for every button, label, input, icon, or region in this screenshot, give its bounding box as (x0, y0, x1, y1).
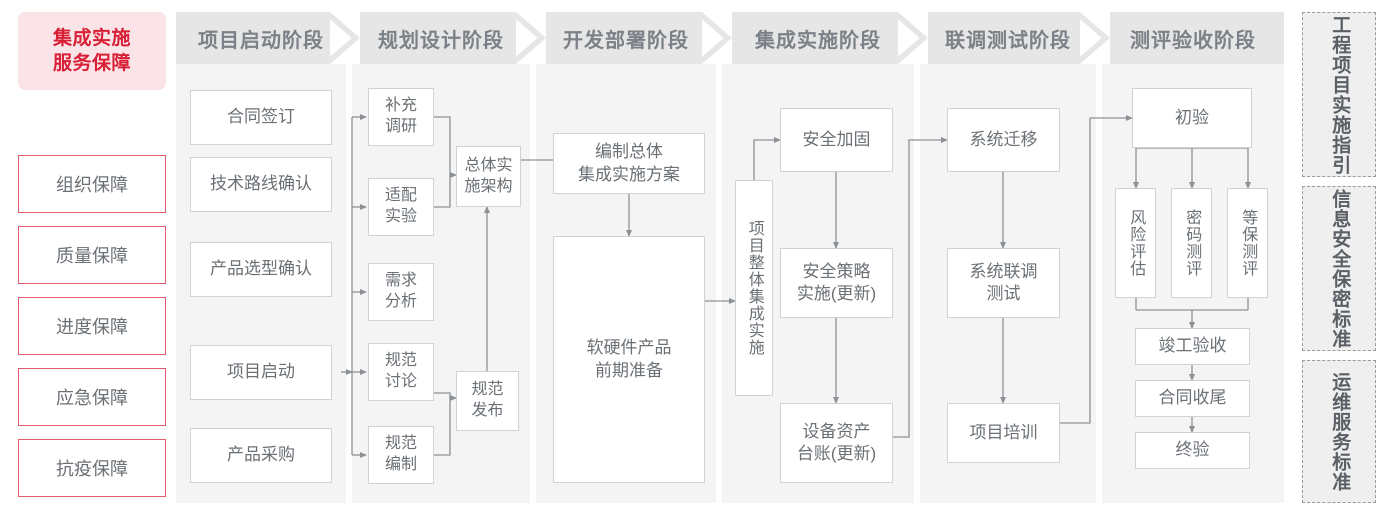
guarantee-label: 质量保障 (56, 246, 128, 266)
node-product-selection-confirm[interactable]: 产品选型确认 (190, 242, 332, 297)
guarantee-item-organization[interactable]: 组织保障 (18, 155, 166, 213)
node-asset-ledger-update[interactable]: 设备资产 台账(更新) (780, 403, 893, 483)
node-label: 系统联调 测试 (969, 261, 1038, 303)
phase-header-label: 集成实施阶段 (755, 29, 881, 52)
node-label: 初验 (1175, 107, 1209, 127)
node-label: 规范 编制 (384, 435, 417, 473)
node-label: 项目启动 (227, 362, 295, 382)
chevron-icon-3 (702, 12, 732, 64)
standard-label: 信息安全保密标准 (1329, 188, 1351, 349)
node-hw-sw-preparation[interactable]: 软硬件产品 前期准备 (553, 236, 705, 483)
node-project-kickoff[interactable]: 项目启动 (190, 345, 332, 400)
guarantee-label: 组织保障 (56, 175, 128, 195)
node-label: 需求 分析 (384, 272, 417, 310)
node-risk-assessment[interactable]: 风险评估 (1115, 188, 1156, 298)
node-preliminary-acceptance[interactable]: 初验 (1132, 88, 1252, 148)
node-label: 规范 发布 (471, 381, 504, 419)
node-label: 密码测评 (1183, 209, 1201, 277)
guarantee-item-quality[interactable]: 质量保障 (18, 226, 166, 284)
node-system-joint-test[interactable]: 系统联调 测试 (947, 248, 1060, 318)
phase-header-acceptance[interactable]: 测评验收阶段 (1102, 12, 1284, 64)
standard-ops-maintenance-service[interactable]: 运维服务标准 (1302, 360, 1376, 503)
lead-line-1: 集成实施 (52, 27, 131, 49)
node-label: 安全策略 实施(更新) (796, 261, 877, 303)
phase-header-initiation[interactable]: 项目启动阶段 (176, 12, 346, 64)
guarantee-item-emergency[interactable]: 应急保障 (18, 368, 166, 426)
node-overall-integration-plan[interactable]: 编制总体 集成实施方案 (553, 133, 705, 194)
chevron-icon-2 (516, 12, 546, 64)
node-label: 竣工验收 (1158, 336, 1227, 356)
node-label: 系统迁移 (969, 129, 1038, 149)
guarantee-item-schedule[interactable]: 进度保障 (18, 297, 166, 355)
node-mlps-evaluation[interactable]: 等保测评 (1227, 188, 1268, 298)
node-spec-discussion[interactable]: 规范 讨论 (368, 343, 434, 401)
phase-header-integration[interactable]: 集成实施阶段 (722, 12, 914, 64)
node-label: 合同收尾 (1158, 388, 1227, 408)
node-label: 终验 (1175, 440, 1210, 460)
chevron-icon-1 (330, 12, 360, 64)
node-label: 风险评估 (1127, 209, 1145, 277)
node-contract-signing[interactable]: 合同签订 (190, 90, 332, 145)
phase-header-label: 规划设计阶段 (378, 29, 504, 52)
node-requirement-analysis[interactable]: 需求 分析 (368, 263, 434, 321)
lead-card: 集成实施 服务保障 (18, 12, 166, 90)
node-overall-project-integration[interactable]: 项目整体集成实施 (735, 180, 773, 396)
guarantee-label: 抗疫保障 (56, 459, 128, 479)
chevron-icon-5 (1080, 12, 1110, 64)
node-label: 总体实 施架构 (464, 156, 513, 195)
node-label: 合同签订 (227, 107, 295, 127)
node-security-hardening[interactable]: 安全加固 (780, 108, 893, 172)
node-crypto-evaluation[interactable]: 密码测评 (1171, 188, 1212, 298)
guarantee-label: 应急保障 (56, 388, 128, 408)
node-spec-drafting[interactable]: 规范 编制 (368, 426, 434, 484)
node-label: 项目整体集成实施 (745, 220, 763, 356)
standard-label: 工程项目实施指引 (1329, 14, 1351, 175)
lead-line-2: 服务保障 (52, 53, 131, 74)
node-label: 等保测评 (1239, 209, 1257, 277)
node-overall-implementation-architecture[interactable]: 总体实 施架构 (456, 146, 521, 207)
node-label: 项目培训 (969, 422, 1038, 442)
node-security-policy-implementation[interactable]: 安全策略 实施(更新) (780, 248, 893, 318)
node-label: 产品选型确认 (210, 259, 312, 279)
node-spec-release[interactable]: 规范 发布 (456, 371, 519, 431)
phase-header-joint-test[interactable]: 联调测试阶段 (920, 12, 1096, 64)
node-final-acceptance[interactable]: 终验 (1135, 432, 1250, 469)
node-label: 软硬件产品 前期准备 (586, 338, 672, 380)
node-label: 技术路线确认 (210, 174, 312, 194)
node-label: 设备资产 台账(更新) (796, 421, 877, 463)
node-project-training[interactable]: 项目培训 (947, 403, 1060, 463)
guarantee-item-epidemic[interactable]: 抗疫保障 (18, 439, 166, 497)
standard-engineering-project-guide[interactable]: 工程项目实施指引 (1302, 12, 1376, 177)
node-label: 适配 实验 (384, 187, 417, 225)
guarantee-label: 进度保障 (56, 317, 128, 337)
node-label: 安全加固 (802, 129, 871, 149)
standard-label: 运维服务标准 (1329, 371, 1351, 492)
phase-header-development[interactable]: 开发部署阶段 (536, 12, 716, 64)
phase-header-label: 开发部署阶段 (563, 29, 689, 52)
node-contract-closure[interactable]: 合同收尾 (1135, 380, 1250, 417)
node-label: 产品采购 (227, 445, 295, 465)
chevron-icon-4 (898, 12, 928, 64)
node-label: 规范 讨论 (384, 352, 417, 390)
standard-info-security-confidentiality[interactable]: 信息安全保密标准 (1302, 186, 1376, 351)
phase-header-label: 联调测试阶段 (945, 29, 1071, 52)
node-tech-route-confirm[interactable]: 技术路线确认 (190, 157, 332, 212)
node-system-migration[interactable]: 系统迁移 (947, 108, 1060, 172)
node-label: 补充 调研 (384, 97, 417, 135)
node-product-procurement[interactable]: 产品采购 (190, 428, 332, 483)
node-completion-acceptance[interactable]: 竣工验收 (1135, 328, 1250, 365)
phase-header-label: 测评验收阶段 (1130, 29, 1256, 52)
phase-header-planning[interactable]: 规划设计阶段 (352, 12, 530, 64)
node-adaptation-experiment[interactable]: 适配 实验 (368, 178, 434, 236)
node-label: 编制总体 集成实施方案 (578, 142, 680, 184)
node-supplementary-research[interactable]: 补充 调研 (368, 88, 434, 146)
phase-header-label: 项目启动阶段 (198, 29, 324, 52)
